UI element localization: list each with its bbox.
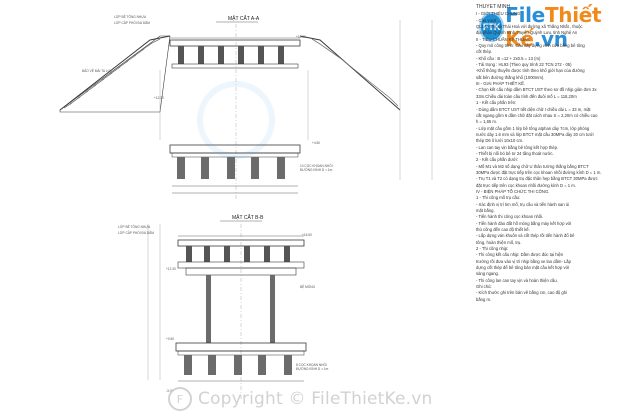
notes-line: - Lan can tay vịn bằng bê tông kết hợp t… bbox=[476, 144, 559, 150]
piles-bb bbox=[184, 355, 292, 375]
pile-note-bottom-sub: ĐƯỜNG KÍNH D = 1m bbox=[296, 366, 329, 371]
girders-aa bbox=[178, 46, 284, 64]
section-bb-title: MẶT CẮT B-B bbox=[232, 213, 264, 221]
piles-aa bbox=[177, 157, 285, 179]
section-aa-title: MẶT CẮT A-A bbox=[228, 14, 260, 22]
notes-line: - Tiến hành đào đất hố móng bằng máy kết… bbox=[476, 220, 572, 226]
notes-line: - Xác định vị trí tim mố, trụ cầu và tiế… bbox=[476, 201, 570, 207]
notes-line: địa phận Quỳnh Vinh, huyện Quỳnh Lưu, tỉ… bbox=[476, 30, 578, 36]
notes-line: thép D6 ô lưới 10x10 cm. bbox=[476, 138, 524, 144]
notes-line: sàng ngang. bbox=[476, 271, 500, 277]
elev-aa-1: +16.80 bbox=[296, 35, 306, 39]
notes-line: - Lớp mặt cầu gồm 1 lớp bê tông atphan d… bbox=[476, 125, 590, 131]
notes-line: - Dùng dầm BTCT UST tiết diện chữ I chiề… bbox=[476, 106, 591, 112]
notes-line: cắt ngang gồm 6 dầm chữ đặt cách nhau S … bbox=[476, 112, 598, 118]
logo-text: FileThiết Kế.vn bbox=[505, 3, 602, 51]
notes-line: dựng cốt thép để bê tông bản mặt cầu kết… bbox=[476, 265, 570, 271]
notes-line: nước dày 1.6 mm và lớp BTCT mặt cầu 30MP… bbox=[476, 131, 594, 137]
bridge-section-drawing: MẶT CẮT A-A bbox=[59, 14, 433, 400]
pile-note-bottom: 8 CỌC KHOAN NHỒI bbox=[296, 362, 327, 367]
notes-line: đặt trực tiếp trên cọc khoan nhồi đường … bbox=[476, 182, 576, 188]
notes-line: thủ công đến cao độ thiết kế. bbox=[476, 227, 530, 233]
notes-line: cốt thép. bbox=[476, 49, 493, 55]
notes-line: - Thi công lan can tay vịn và hoàn thiện… bbox=[476, 277, 558, 283]
elev-bb-3: +0.50 bbox=[166, 337, 174, 341]
pile-note-top-sub: ĐƯỜNG KÍNH D = 1m bbox=[300, 167, 333, 172]
notes-line: - Thiết bị nối bó bê tơ 24 tầng thoát nư… bbox=[476, 150, 554, 156]
notes-line: -Khổ thông thuyền được tính theo khổ giớ… bbox=[476, 68, 585, 74]
copyright-logo-icon: F bbox=[168, 387, 192, 411]
elev-bb-2: +12.30 bbox=[166, 267, 176, 271]
notes-line: 2 - Thi công nhịp: bbox=[476, 246, 509, 252]
side-label: BẢO VỆ MÁI TA LUY bbox=[82, 68, 113, 73]
notes-line: - Chọn kết cấu nhịp dầm BTCT UST theo sơ… bbox=[476, 87, 597, 93]
notes-line: - Trụ T1 và T2 có dạng trụ đặc thân hẹp … bbox=[476, 176, 598, 182]
elev-aa-2: +12.30 bbox=[154, 96, 164, 100]
notes-panel: THUYẾT MINH I - GIỚI THIỆU CHUNG:- Cầu v… bbox=[476, 4, 638, 414]
notes-line: 1 - Kết cấu phần trên: bbox=[476, 100, 517, 106]
notes-line: - Quy mô công trình: Cầu xây dựng vĩnh c… bbox=[476, 43, 585, 49]
notes-line: trường rồi đưa vào vị trí nhịp bằng xe l… bbox=[476, 258, 571, 264]
section-aa: MẶT CẮT A-A bbox=[59, 14, 433, 200]
pile-note-top: 10 CỌC KHOAN NHỒI bbox=[300, 163, 333, 168]
site-logo-watermark: FTK FileThiết Kế.vn bbox=[481, 3, 640, 51]
notes-heading: III - GIẢI PHÁP THIẾT KẾ. bbox=[476, 81, 526, 87]
notes-line: - Kích thước ghi trên bản vẽ bằng cm, ca… bbox=[476, 290, 567, 296]
notes-line: - Tải trọng : HL93 (Theo quy trình 22 TC… bbox=[476, 62, 572, 68]
right-embankment-hatch bbox=[311, 38, 399, 107]
notes-line: QL1A - Thị xã Thái Hoà với đường xã Thắn… bbox=[476, 24, 583, 30]
notes-heading: I - GIỚI THIỆU CHUNG: bbox=[476, 11, 522, 17]
left-embankment-hatch bbox=[63, 38, 161, 109]
notes-line: tông, hoàn thiện mố, trụ. bbox=[476, 239, 522, 245]
elev-aa-3: +4.50 bbox=[312, 141, 320, 145]
notes-heading: Ghi chú: bbox=[476, 284, 492, 290]
logo-badge-icon: FTK bbox=[481, 14, 503, 40]
notes-line: - Lắp dựng ván khuôn và cốt thép rồi tiế… bbox=[476, 233, 575, 239]
center-watermark bbox=[197, 81, 275, 159]
notes-line: - Khổ cầu : B =12 + 2x0.5 = 13 (m) bbox=[476, 55, 541, 61]
notes-line: - Mố M1 và M2 số dạng chữ U thân tường t… bbox=[476, 163, 589, 169]
elev-bb-1: +16.50 bbox=[302, 233, 312, 237]
left-label-2: LỚP CẤP PHỐI ĐÁ DĂM bbox=[114, 20, 150, 25]
side-label-2: BỆ MÓNG bbox=[300, 284, 316, 289]
notes-line: 33m.Chiều dài toàn cầu tính đến đuôi mố … bbox=[476, 93, 577, 99]
section-bb: MẶT CẮT B-B bbox=[118, 213, 329, 400]
notes-line: sắt bên đường thẳng khổ (1000mm). bbox=[476, 74, 545, 80]
notes-line: - Thi công kết cấu nhịp: Dầm được đúc tạ… bbox=[476, 252, 564, 258]
notes-heading: IV - BIỆN PHÁP TỔ CHỨC THI CÔNG. bbox=[476, 188, 550, 194]
notes-line: bằng m. bbox=[476, 296, 492, 302]
notes-lines: I - GIỚI THIỆU CHUNG:- Cầu vượt ...QL1A … bbox=[476, 11, 638, 303]
notes-line: 2 - Kết cấu phần dưới: bbox=[476, 157, 518, 163]
left-label-4: LỚP CẤP PHỐI ĐÁ DĂM bbox=[118, 230, 154, 235]
notes-line: h = 1,65 m. bbox=[476, 119, 498, 125]
notes-heading: II - TIÊU CHUẨN KỸ THUẬT: bbox=[476, 36, 531, 42]
notes-line: 30MPa được đặt trực tiếp trên cọc khoan … bbox=[476, 169, 602, 175]
left-label-3: LỚP BÊ TÔNG NHỰA bbox=[118, 224, 151, 229]
notes-line: mặt bằng. bbox=[476, 208, 495, 213]
pier-columns-bb bbox=[206, 275, 275, 343]
notes-title: THUYẾT MINH bbox=[476, 4, 511, 10]
notes-line: 1 - Thi công mố trụ cầu: bbox=[476, 195, 521, 201]
copyright-text: Copyright © FileThietKe.vn bbox=[198, 389, 433, 409]
left-label-1: LỚP BÊ TÔNG NHỰA bbox=[114, 14, 147, 19]
copyright-watermark: F Copyright © FileThietKe.vn bbox=[168, 386, 468, 412]
girders-bb bbox=[186, 246, 290, 262]
notes-line: - Tiến hành thi công cọc khoan nhồi. bbox=[476, 214, 544, 220]
notes-line: - Cầu vượt ... bbox=[476, 17, 501, 23]
